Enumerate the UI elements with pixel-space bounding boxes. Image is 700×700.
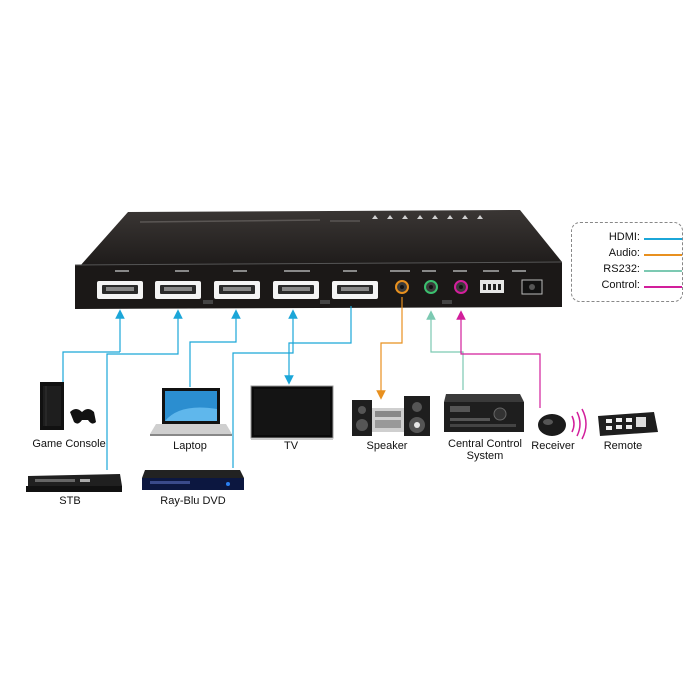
- ir-wave-icon: [571, 408, 587, 440]
- central-control-device: [444, 394, 524, 432]
- game-console-device: [40, 382, 96, 430]
- legend: HDMI: Audio: RS232: Control:: [571, 222, 683, 302]
- label-remote: Remote: [603, 440, 643, 452]
- hdmi-cable-tv: [284, 306, 352, 385]
- audio-cable-speaker: [376, 297, 403, 400]
- speaker-device: [352, 396, 430, 436]
- ir-jack-icon: [454, 280, 468, 294]
- hdmi-cable-laptop: [189, 309, 241, 387]
- label-speaker: Speaker: [366, 440, 408, 452]
- power-port-icon: [521, 279, 543, 295]
- hdmi-port-icon: [332, 281, 378, 299]
- legend-rs232-label: RS232:: [603, 263, 640, 275]
- control-cable: [456, 310, 541, 408]
- terminal-block-icon: [480, 280, 504, 293]
- tv-device: [250, 385, 334, 440]
- hdmi-port-icon: [273, 281, 319, 299]
- label-ray-blu-dvd: Ray-Blu DVD: [160, 495, 226, 507]
- legend-control-swatch: [644, 286, 682, 288]
- legend-audio-swatch: [644, 254, 682, 256]
- label-tv: TV: [283, 440, 299, 452]
- legend-rs232-swatch: [644, 270, 682, 272]
- laptop-device: [150, 388, 232, 436]
- legend-hdmi-swatch: [644, 238, 682, 240]
- label-stb: STB: [59, 495, 81, 507]
- hdmi-port-icon: [155, 281, 201, 299]
- receiver-device: [538, 414, 566, 436]
- hdmi-cable-ray-blu: [232, 309, 298, 468]
- ray-blu-dvd-device: [142, 470, 244, 490]
- rs232-jack-icon: [424, 280, 438, 294]
- label-central-control-2: System: [466, 450, 504, 462]
- hdmi-port-icon: [97, 281, 143, 299]
- hdmi-cable-stb: [106, 309, 183, 470]
- hdmi-port-icon: [214, 281, 260, 299]
- audio-jack-icon: [395, 280, 409, 294]
- stb-device: [26, 474, 122, 492]
- label-laptop: Laptop: [173, 440, 207, 452]
- legend-audio-label: Audio:: [608, 247, 640, 259]
- legend-hdmi-label: HDMI:: [608, 231, 640, 243]
- rs232-cable: [426, 310, 464, 390]
- label-central-control-1: Central Control: [448, 438, 522, 450]
- legend-control-label: Control:: [601, 279, 640, 291]
- remote-device: [598, 412, 658, 436]
- label-receiver: Receiver: [531, 440, 575, 452]
- label-game-console: Game Console: [32, 438, 106, 450]
